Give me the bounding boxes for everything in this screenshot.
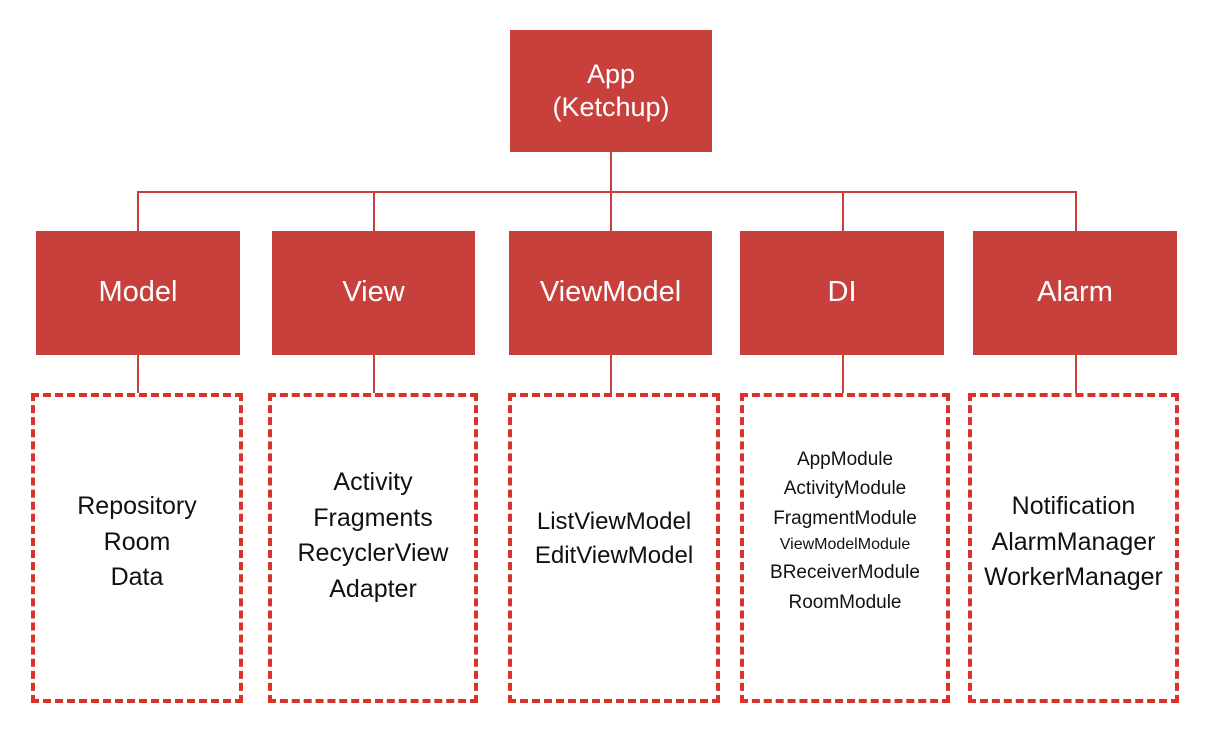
node-model-label: Model [98,276,178,309]
connector-leg-di [842,355,844,394]
detail-item: AppModule [796,449,894,470]
detail-item: Fragments [313,503,433,532]
connector-root-stem [610,152,612,193]
node-alarm[interactable]: Alarm [973,231,1177,355]
connector-horizontal-bus [137,191,1076,193]
detail-item: Adapter [329,574,417,603]
node-di[interactable]: DI [740,231,944,355]
node-app-line1: App [586,59,636,90]
detail-item: Room [103,527,171,556]
detail-item: ActivityModule [783,478,907,500]
node-alarm-label: Alarm [1037,276,1113,309]
detail-item: Data [110,563,164,591]
detail-item: ViewModelModule [779,536,911,554]
node-di-label: DI [827,276,857,309]
connector-leg-alarm [1075,355,1077,394]
detail-item: BReceiverModule [770,562,920,584]
connector-leg-model [137,355,139,394]
connector-leg-view [373,355,375,394]
detail-item: AlarmManager [991,527,1156,556]
detail-item: Repository [77,492,197,520]
detail-item: EditViewModel [534,542,694,570]
node-model[interactable]: Model [36,231,240,355]
detail-item: WorkerManager [984,563,1163,591]
connector-drop-model [137,191,139,232]
detail-item: Activity [333,468,413,496]
detail-box-view: Activity Fragments RecyclerView Adapter [268,393,478,703]
detail-item: RecyclerView [297,539,449,567]
connector-drop-alarm [1075,191,1077,232]
detail-item: Notification [1011,492,1136,520]
detail-box-di: AppModule ActivityModule FragmentModule … [740,393,950,703]
detail-item: FragmentModule [773,507,917,529]
connector-drop-di [842,191,844,232]
detail-box-model: Repository Room Data [31,393,243,703]
node-view[interactable]: View [272,231,475,355]
node-app-root[interactable]: App (Ketchup) [510,30,712,152]
detail-box-alarm: Notification AlarmManager WorkerManager [968,393,1179,703]
detail-item: RoomModule [788,591,902,613]
detail-box-viewmodel: ListViewModel EditViewModel [508,393,720,703]
node-viewmodel-label: ViewModel [539,276,682,309]
node-viewmodel[interactable]: ViewModel [509,231,712,355]
connector-drop-viewmodel [610,191,612,232]
connector-leg-viewmodel [610,355,612,394]
node-view-label: View [342,276,405,309]
connector-drop-view [373,191,375,232]
node-app-line2: (Ketchup) [552,92,670,122]
detail-item: ListViewModel [536,508,692,535]
